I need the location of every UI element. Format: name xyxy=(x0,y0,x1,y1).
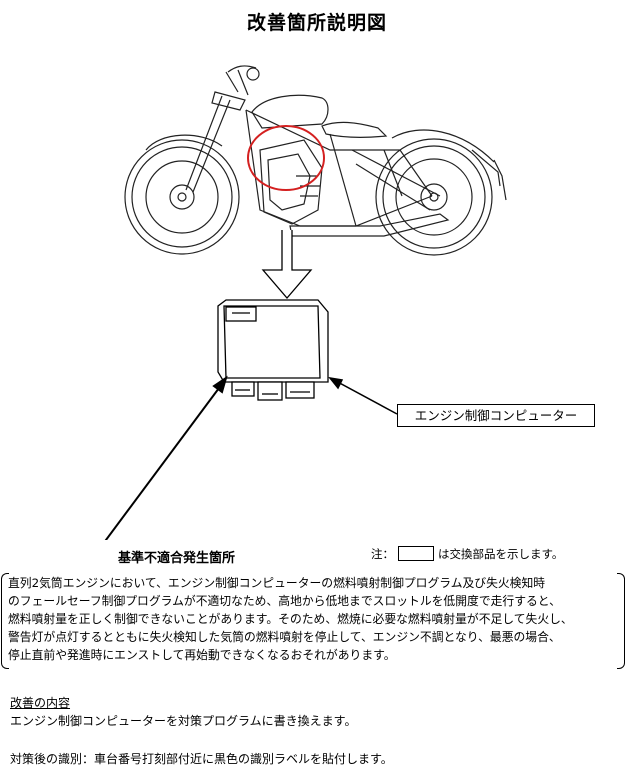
defect-description: 直列2気筒エンジンにおいて、エンジン制御コンピューターの燃料噴射制御プログラム及… xyxy=(8,576,573,662)
note-suffix: は交換部品を示します。 xyxy=(438,547,564,561)
highlight-circle xyxy=(247,125,325,191)
defect-location-arrow xyxy=(104,375,228,540)
note-prefix: 注： xyxy=(371,547,394,561)
identification-text: 対策後の識別：車台番号打刻部付近に黒色の識別ラベルを貼付します。 xyxy=(10,752,393,766)
ecu-label: エンジン制御コンピューター xyxy=(397,404,595,427)
ecu-unit-drawing xyxy=(217,299,329,401)
improvement-heading: 改善の内容 xyxy=(10,696,71,710)
replacement-note: 注： は交換部品を示します。 xyxy=(371,546,563,562)
defect-location-heading: 基準不適合発生箇所 xyxy=(118,551,236,566)
ecu-callout-arrow xyxy=(328,376,398,415)
page-title: 改善箇所説明図 xyxy=(246,12,387,34)
motorcycle-illustration xyxy=(124,65,507,256)
motorcycle-diagram xyxy=(104,65,507,540)
right-bracket xyxy=(617,573,625,669)
down-arrow xyxy=(261,230,313,299)
improvement-body: エンジン制御コンピューターを対策プログラムに書き換えます。 xyxy=(10,714,357,728)
left-bracket xyxy=(1,573,9,669)
note-legend-box xyxy=(398,546,434,561)
